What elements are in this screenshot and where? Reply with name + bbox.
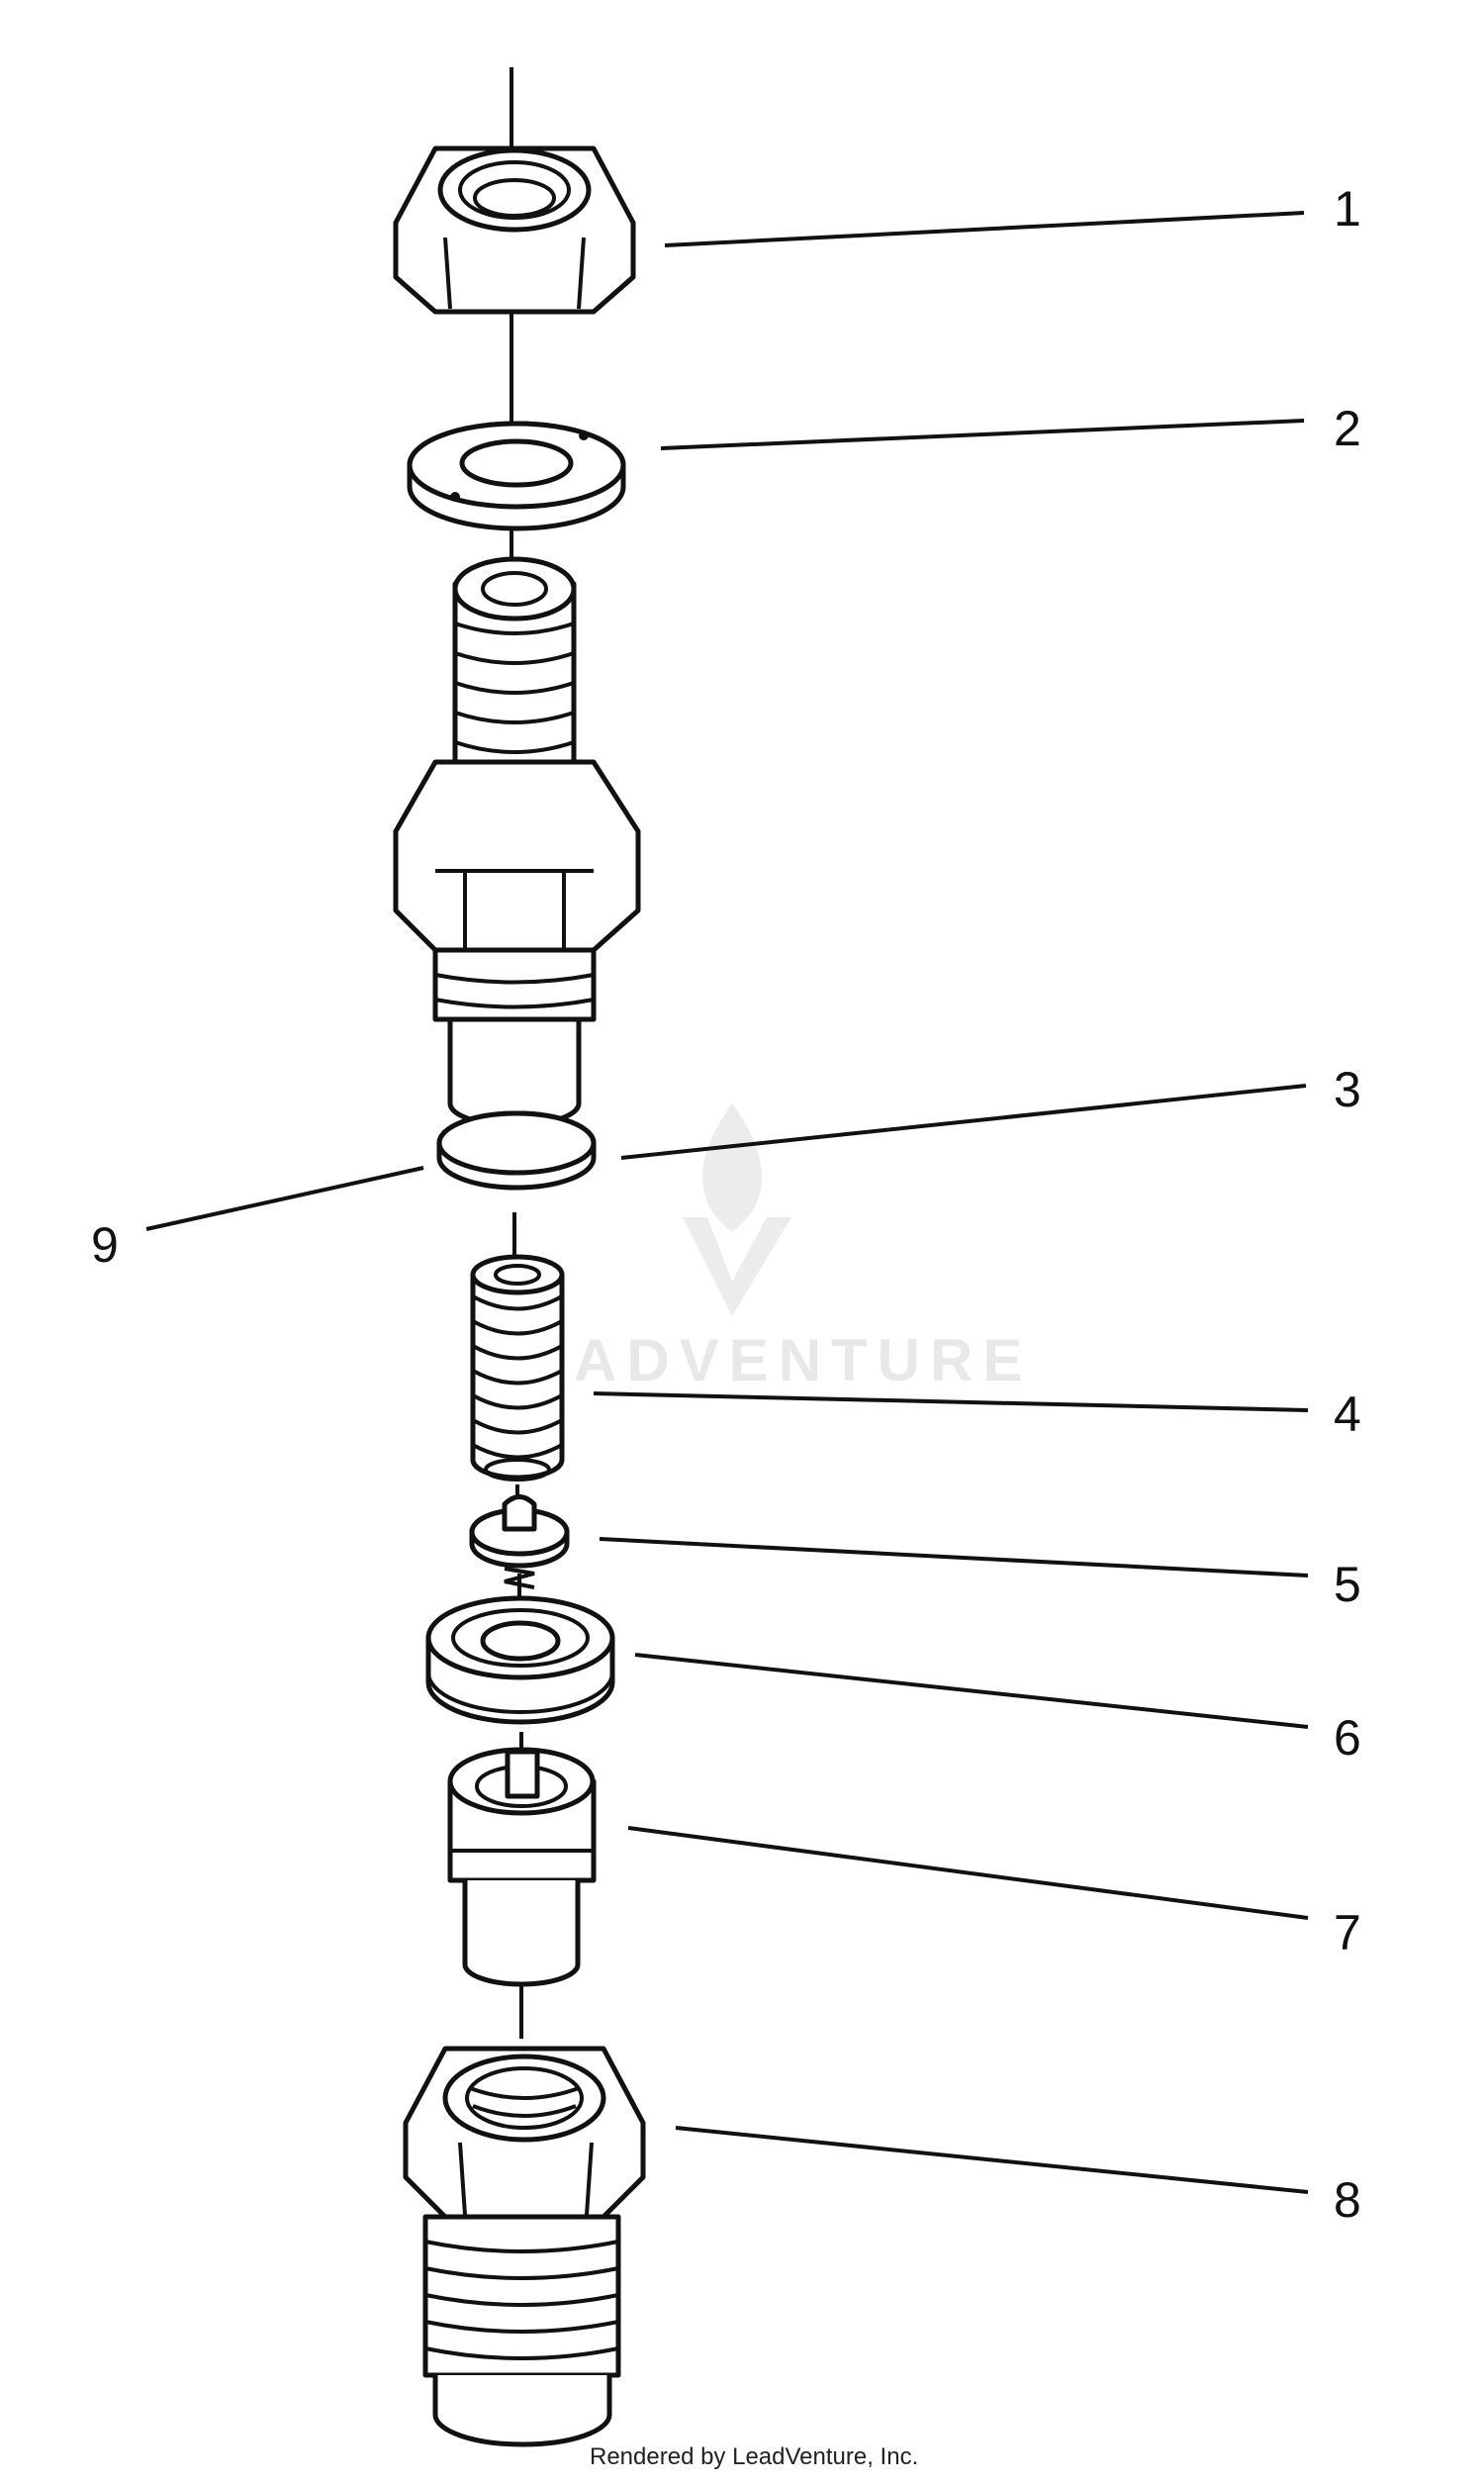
- callout-9: 9: [91, 1217, 119, 1273]
- fitting: [403, 2046, 646, 2447]
- valve-seat: [425, 1595, 615, 1725]
- seat-disc: [436, 1110, 597, 1191]
- leader-lines: [145, 211, 1309, 2194]
- valve: [469, 1494, 570, 1589]
- callout-4: 4: [1334, 1386, 1361, 1442]
- footer-credit: Rendered by LeadVenture, Inc.: [590, 2443, 918, 2470]
- callout-1: 1: [1334, 181, 1361, 237]
- washer: [407, 421, 626, 531]
- callout-8: 8: [1334, 2172, 1361, 2228]
- top-nut: [393, 145, 636, 315]
- callout-2: 2: [1334, 401, 1361, 456]
- valve-body: [393, 556, 641, 1128]
- callout-3: 3: [1334, 1062, 1361, 1117]
- spring: [470, 1254, 565, 1482]
- watermark-text: ADVENTURE: [574, 1327, 1032, 1393]
- callout-7: 7: [1334, 1905, 1361, 1960]
- leader-7: [627, 1826, 1309, 1920]
- watermark: ADVENTURE: [574, 1103, 1032, 1393]
- leader-3: [620, 1084, 1307, 1160]
- callout-5: 5: [1334, 1557, 1361, 1612]
- leader-5: [599, 1537, 1309, 1578]
- callout-6: 6: [1334, 1710, 1361, 1766]
- leader-2: [660, 419, 1305, 450]
- flame-v-logo-icon: [683, 1103, 791, 1316]
- leader-4: [593, 1391, 1309, 1412]
- leader-8: [675, 2126, 1309, 2194]
- sleeve: [447, 1747, 597, 1987]
- leader-1: [664, 211, 1305, 247]
- leader-9: [145, 1166, 424, 1231]
- callout-numbers: 1 2 3 4 5 6 7 8 9: [91, 181, 1361, 2228]
- leader-6: [634, 1653, 1309, 1729]
